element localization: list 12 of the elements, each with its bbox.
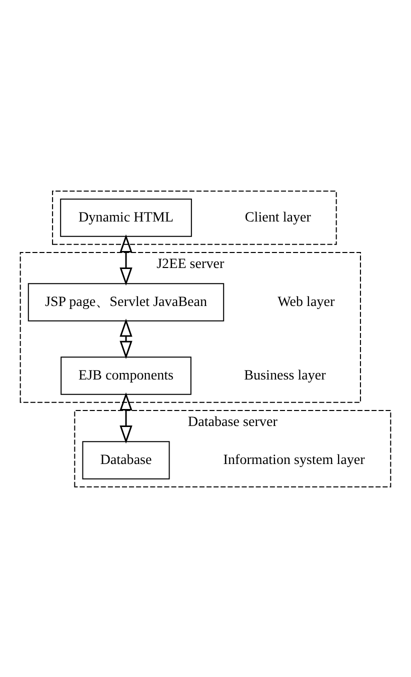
arrow (120, 234, 132, 286)
node-box: Dynamic HTML (60, 198, 192, 236)
node-label: Client layer (244, 208, 311, 225)
node-box: JSP page、Servlet JavaBean (28, 282, 224, 321)
node-label: Web layer (278, 293, 335, 310)
node-label: Information system layer (223, 451, 365, 468)
arrow (120, 318, 132, 359)
cluster (52, 190, 337, 244)
node-box: EJB components (60, 356, 192, 394)
arrow (120, 392, 132, 444)
node-label: Business layer (244, 366, 326, 383)
node-box: Database (82, 440, 170, 479)
